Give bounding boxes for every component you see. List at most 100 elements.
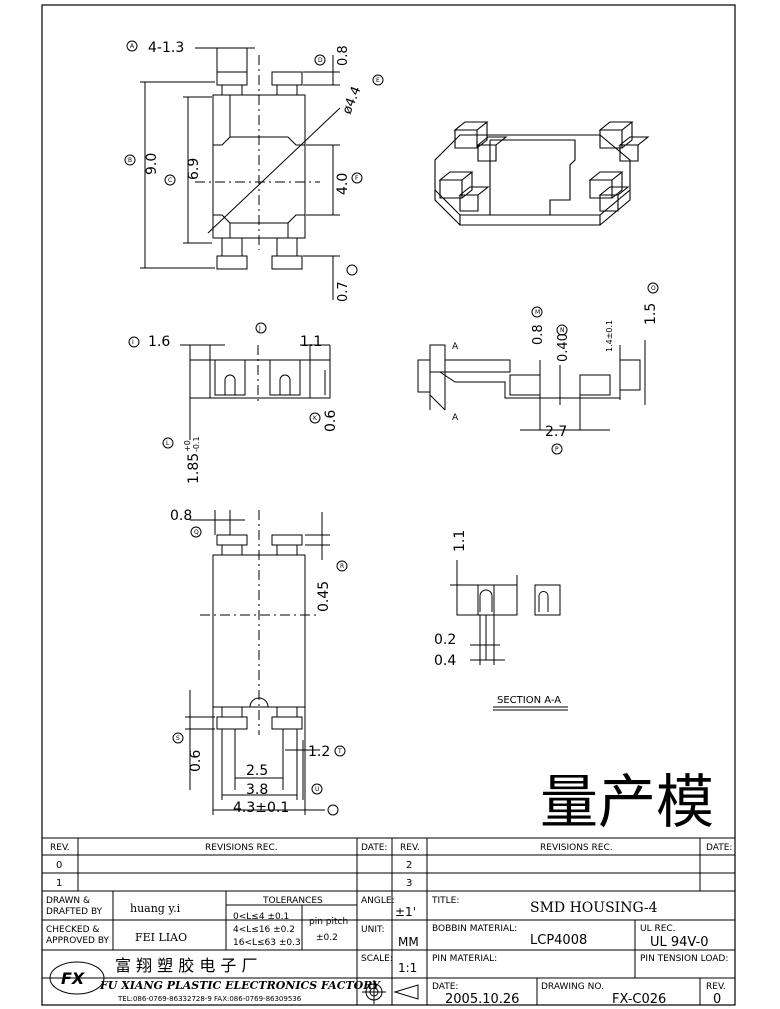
marker-circle bbox=[327, 804, 339, 816]
revisions-header-right: REVISIONS REC. bbox=[540, 843, 613, 853]
company-logo-text: FX bbox=[61, 969, 85, 988]
sheet-border bbox=[41, 4, 736, 1006]
title-label: TITLE: bbox=[431, 896, 459, 906]
pin-tension-label: PIN TENSION LOAD: bbox=[640, 954, 728, 964]
revisions-header: REVISIONS REC. bbox=[205, 843, 278, 853]
marker-circle bbox=[531, 306, 543, 318]
title-value: SMD HOUSING-4 bbox=[530, 900, 658, 916]
company-logo bbox=[49, 961, 105, 995]
section-a-a: 1.1 0.2 0.4 SECTION A-A bbox=[434, 530, 568, 711]
marker-label: T bbox=[337, 748, 342, 755]
dim-0-4: 0.4 bbox=[434, 653, 456, 669]
rev-row-3: 3 bbox=[406, 878, 412, 889]
dim-0-45: 0.45 bbox=[316, 581, 332, 612]
marker-label: K bbox=[313, 415, 318, 422]
rev-label: REV. bbox=[706, 982, 726, 992]
dim-1-1: 1.1 bbox=[300, 334, 322, 350]
marker-circle bbox=[311, 783, 323, 795]
production-stamp: 量产模 bbox=[540, 768, 714, 836]
section-title: SECTION A-A bbox=[497, 695, 561, 706]
bottom-view: 0.8 0.45 0.6 1.2 2.5 3.8 4.3±0.1 bbox=[170, 508, 348, 816]
section-a-top: A bbox=[452, 342, 459, 352]
dim-0-8: 0.8 bbox=[531, 324, 546, 345]
marker-label: C bbox=[168, 177, 172, 184]
marker-label: P bbox=[555, 446, 559, 453]
marker-circle bbox=[336, 560, 348, 572]
marker-circle bbox=[128, 336, 140, 348]
marker-circle bbox=[346, 264, 358, 276]
marker-circle bbox=[164, 174, 176, 186]
dim-1-4: 1.4±0.1 bbox=[605, 320, 614, 352]
marker-circle bbox=[372, 74, 384, 86]
dim-3-8: 3.8 bbox=[246, 782, 268, 798]
marker-circle bbox=[351, 172, 363, 184]
marker-circle bbox=[124, 154, 136, 166]
ul-label: UL REC. bbox=[640, 924, 676, 934]
dim-6-9: 6.9 bbox=[186, 158, 202, 180]
marker-circle bbox=[314, 54, 326, 66]
rev-row-0: 0 bbox=[56, 860, 62, 871]
title-block: REV. REVISIONS REC. DATE: REV. REVISIONS… bbox=[42, 837, 735, 1007]
marker-circle bbox=[126, 40, 138, 52]
date-header: DATE: bbox=[361, 843, 387, 853]
company-name-cn: 富 翔 塑 胶 电 子 厂 bbox=[115, 956, 258, 975]
dim-0-8: 0.8 bbox=[336, 45, 351, 66]
dim-dia-4-4: ø4.4 bbox=[340, 84, 365, 116]
marker-label: J bbox=[258, 325, 261, 332]
marker-label: O bbox=[651, 285, 656, 292]
pin-pitch-label: pin pitch bbox=[309, 917, 348, 927]
dim-1-5: 1.5 bbox=[643, 303, 659, 325]
dim-0-2: 0.2 bbox=[434, 632, 456, 648]
tol-line-2: 4<L≤16 ±0.2 bbox=[233, 925, 295, 935]
date-value: 2005.10.26 bbox=[445, 992, 519, 1007]
dim-1-1: 1.1 bbox=[452, 530, 468, 552]
marker-circle bbox=[556, 324, 568, 336]
right-view: A A 0.8 0.40 1.4±0.1 1.5 2.7 bbox=[417, 282, 659, 455]
marker-label: R bbox=[340, 563, 344, 570]
dim-4-3: 4.3±0.1 bbox=[233, 800, 289, 816]
marker-label: L bbox=[166, 440, 170, 447]
rev-row-1: 1 bbox=[56, 878, 62, 889]
tol-line-3: 16<L≤63 ±0.3 bbox=[233, 938, 301, 948]
dim-2-5: 2.5 bbox=[246, 763, 268, 779]
top-view-pin bbox=[216, 71, 248, 86]
rev-row-2: 2 bbox=[406, 860, 412, 871]
dim-1-85: 1.85 bbox=[186, 453, 202, 484]
marker-label: D bbox=[318, 57, 323, 64]
drawing-no-value: FX-C026 bbox=[612, 992, 666, 1007]
marker-label: U bbox=[315, 786, 319, 793]
bobbin-value: LCP4008 bbox=[530, 933, 587, 948]
drawing-no-label: DRAWING NO. bbox=[541, 982, 604, 992]
dim-4-0: 4.0 bbox=[335, 173, 351, 195]
scale-value: 1:1 bbox=[398, 961, 417, 975]
dim-0-8: 0.8 bbox=[170, 508, 192, 524]
marker-circle bbox=[647, 282, 659, 294]
checked-by: FEI LIAO bbox=[135, 931, 187, 944]
bobbin-label: BOBBIN MATERIAL: bbox=[432, 924, 517, 934]
pin-pitch-value: ±0.2 bbox=[316, 933, 338, 943]
unit-label: UNIT: bbox=[361, 925, 385, 935]
tolerances-header: TOLERANCES bbox=[262, 896, 323, 906]
drawn-label: DRAWN &DRAFTED BY bbox=[46, 896, 103, 917]
top-view: 4-1.3 9.0 6.9 0.8 ø4.4 4.0 0.7 bbox=[124, 40, 384, 302]
side-view: 1.6 1.1 0.6 1.85 +0 -0.1 bbox=[128, 322, 339, 484]
tol-minus: -0.1 bbox=[192, 436, 201, 452]
dim-1-2: 1.2 bbox=[308, 744, 330, 760]
dim-0-7: 0.7 bbox=[336, 281, 351, 302]
tol-line-1: 0<L≤4 ±0.1 bbox=[233, 912, 289, 922]
marker-circle bbox=[334, 745, 346, 757]
section-a-bottom: A bbox=[452, 413, 459, 423]
scale-label: SCALE: bbox=[361, 954, 393, 964]
marker-circle bbox=[190, 526, 202, 538]
dim-0-6: 0.6 bbox=[188, 750, 204, 772]
company-contact: TEL:086-0769-86332728-9 FAX:086-0769-863… bbox=[117, 995, 302, 1003]
unit-value: MM bbox=[398, 935, 419, 949]
marker-label: M bbox=[535, 309, 540, 316]
marker-label: N bbox=[560, 327, 565, 334]
top-view-pin bbox=[271, 71, 303, 86]
marker-circle bbox=[551, 443, 563, 455]
checked-label: CHECKED &APPROVED BY bbox=[46, 925, 110, 946]
angle-label: ANGLE: bbox=[361, 896, 395, 906]
drawn-by: huang y.i bbox=[130, 902, 181, 915]
